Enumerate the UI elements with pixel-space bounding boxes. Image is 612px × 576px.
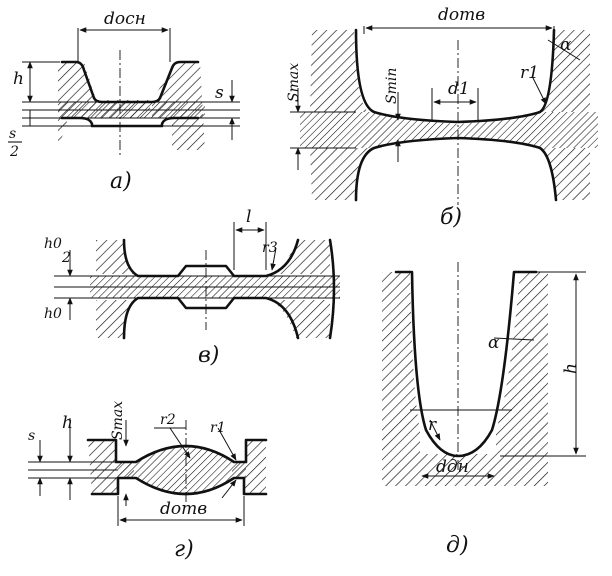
fig-v-r3-leader (270, 247, 277, 271)
fig-d-r-leader (429, 419, 441, 441)
fig-a-caption: а) (110, 169, 132, 194)
fig-b-alpha-leader (547, 39, 581, 61)
fig-b-label-smin: Smin (384, 68, 400, 104)
fig-b-lower-outline (354, 136, 558, 202)
fig-v-label-l: l (246, 207, 251, 227)
fig-b-r1-leader (531, 75, 547, 105)
fig-d-label-alpha: α (488, 333, 500, 353)
figure-g: s h Smax r2 r1 dотв г) (28, 401, 268, 562)
fig-g-r1-leader-bottom (221, 479, 237, 499)
fig-g-right-die (232, 440, 266, 494)
fig-a-label-shalf-num: s (9, 126, 16, 142)
fig-g-caption: г) (174, 537, 194, 562)
fig-a-label-h: h (13, 69, 24, 89)
fig-d-alpha-leader (493, 337, 535, 341)
fig-b-web (300, 112, 598, 148)
fig-b-label-dhole: dотв (438, 5, 485, 25)
fig-g-lower-outline (90, 476, 268, 496)
fig-d-label-dbottom: dдн (436, 457, 469, 477)
figure-v: h0 2 h0 l r3 в) (44, 207, 340, 368)
fig-b-label-d1: d1 (448, 79, 470, 99)
fig-d-right-wall (496, 272, 548, 486)
fig-a-label-dbase: dосн (104, 9, 146, 29)
fig-v-caption: в) (198, 343, 219, 368)
fig-g-r2-leader (169, 427, 191, 459)
fig-g-upper-outline (86, 438, 268, 464)
fig-g-label-r1: r1 (210, 420, 226, 436)
fig-v-upper-outline (122, 238, 300, 278)
fig-g-label-smax: Smax (110, 401, 126, 440)
fig-b-label-smax: Smax (286, 63, 302, 102)
fig-g-label-r2: r2 (160, 412, 176, 428)
fig-v-right-edge (328, 238, 336, 340)
fig-v-label-r3: r3 (262, 240, 278, 256)
fig-g-left-die (88, 440, 134, 494)
fig-g-label-h: h (62, 413, 73, 433)
fig-v-label-h0: h0 (44, 306, 62, 322)
fig-d-left-wall (382, 272, 420, 486)
fig-g-r1-leader-top (217, 427, 237, 461)
fig-a-label-shalf-den: 2 (9, 144, 19, 160)
fig-b-caption: б) (440, 205, 462, 230)
fig-g-lens (118, 446, 246, 494)
figure-a: dосн h s 2 s а) (8, 9, 240, 194)
fig-v-lower-outline (122, 296, 300, 340)
fig-a-label-s: s (215, 83, 224, 103)
figure-d: h α r dдн д) (382, 262, 586, 558)
fig-d-label-h: h (561, 363, 581, 374)
fig-d-caption: д) (446, 533, 469, 558)
fig-v-label-h0-den: 2 (61, 250, 71, 266)
fig-b-label-r1: r1 (520, 63, 539, 83)
fig-v-label-h0-num: h0 (44, 236, 62, 252)
fig-g-label-s: s (28, 428, 35, 444)
fig-g-label-dhole: dотв (160, 499, 207, 519)
fig-b-label-alpha: α (560, 35, 572, 55)
figure-b: dотв d1 Smax Smin α r1 б) (286, 5, 598, 230)
fig-b-left-die (310, 30, 368, 200)
fig-d-label-r: r (428, 415, 437, 435)
